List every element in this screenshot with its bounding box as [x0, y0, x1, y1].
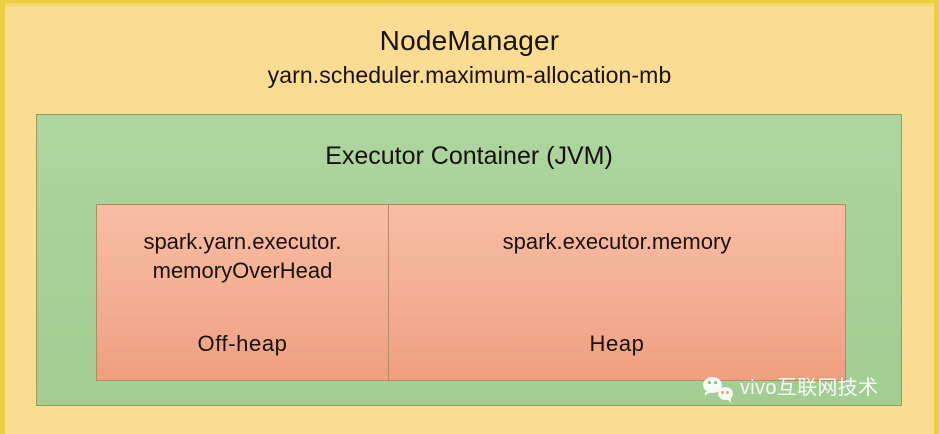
memory-region-offheap-kind: Off-heap — [197, 331, 288, 356]
memory-region-heap: spark.executor.memory Heap — [388, 204, 846, 381]
config-property-label: yarn.scheduler.maximum-allocation-mb — [267, 62, 672, 88]
memory-region-heap-name-line1: spark.executor.memory — [502, 229, 732, 254]
memory-region-offheap-name-line1: spark.yarn.executor. — [143, 229, 342, 254]
memory-region-offheap-name-line2: memoryOverHead — [152, 258, 333, 283]
memory-region-offheap: spark.yarn.executor. memoryOverHead Off-… — [96, 204, 389, 381]
memory-region-heap-kind: Heap — [589, 331, 645, 356]
memory-region-heap-name: spark.executor.memory — [497, 227, 738, 256]
memory-regions-row: spark.yarn.executor. memoryOverHead Off-… — [96, 204, 846, 381]
frame-border-top — [0, 0, 939, 3]
diagram-header: NodeManager yarn.scheduler.maximum-alloc… — [0, 24, 939, 90]
frame-border-top-inner — [0, 3, 939, 6]
executor-container-label: Executor Container (JVM) — [325, 142, 613, 170]
page-title: NodeManager — [379, 25, 560, 56]
memory-region-offheap-name: spark.yarn.executor. memoryOverHead — [137, 227, 347, 285]
executor-container-box: Executor Container (JVM) spark.yarn.exec… — [36, 114, 902, 406]
